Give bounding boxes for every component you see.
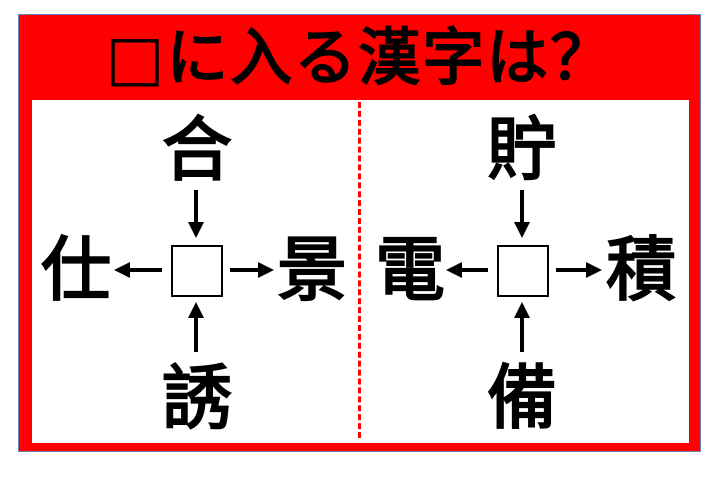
puzzle-1-blank-box	[171, 245, 223, 297]
puzzle-2-bottom-kanji: 備	[487, 357, 557, 439]
puzzle-1-top-kanji: 合	[162, 109, 232, 191]
dashed-divider	[358, 102, 361, 438]
quiz-title: □に入る漢字は？	[105, 21, 615, 94]
puzzle-2-right-kanji: 積	[606, 229, 676, 311]
puzzle-1-right-kanji: 景	[277, 229, 347, 311]
puzzle-2-left-kanji: 電	[375, 229, 445, 311]
puzzle-1-bottom-kanji: 誘	[162, 357, 232, 439]
puzzle-2-top-kanji: 貯	[487, 109, 557, 191]
puzzle-1-left-kanji: 仕	[41, 229, 111, 311]
puzzle-2-blank-box	[497, 245, 549, 297]
